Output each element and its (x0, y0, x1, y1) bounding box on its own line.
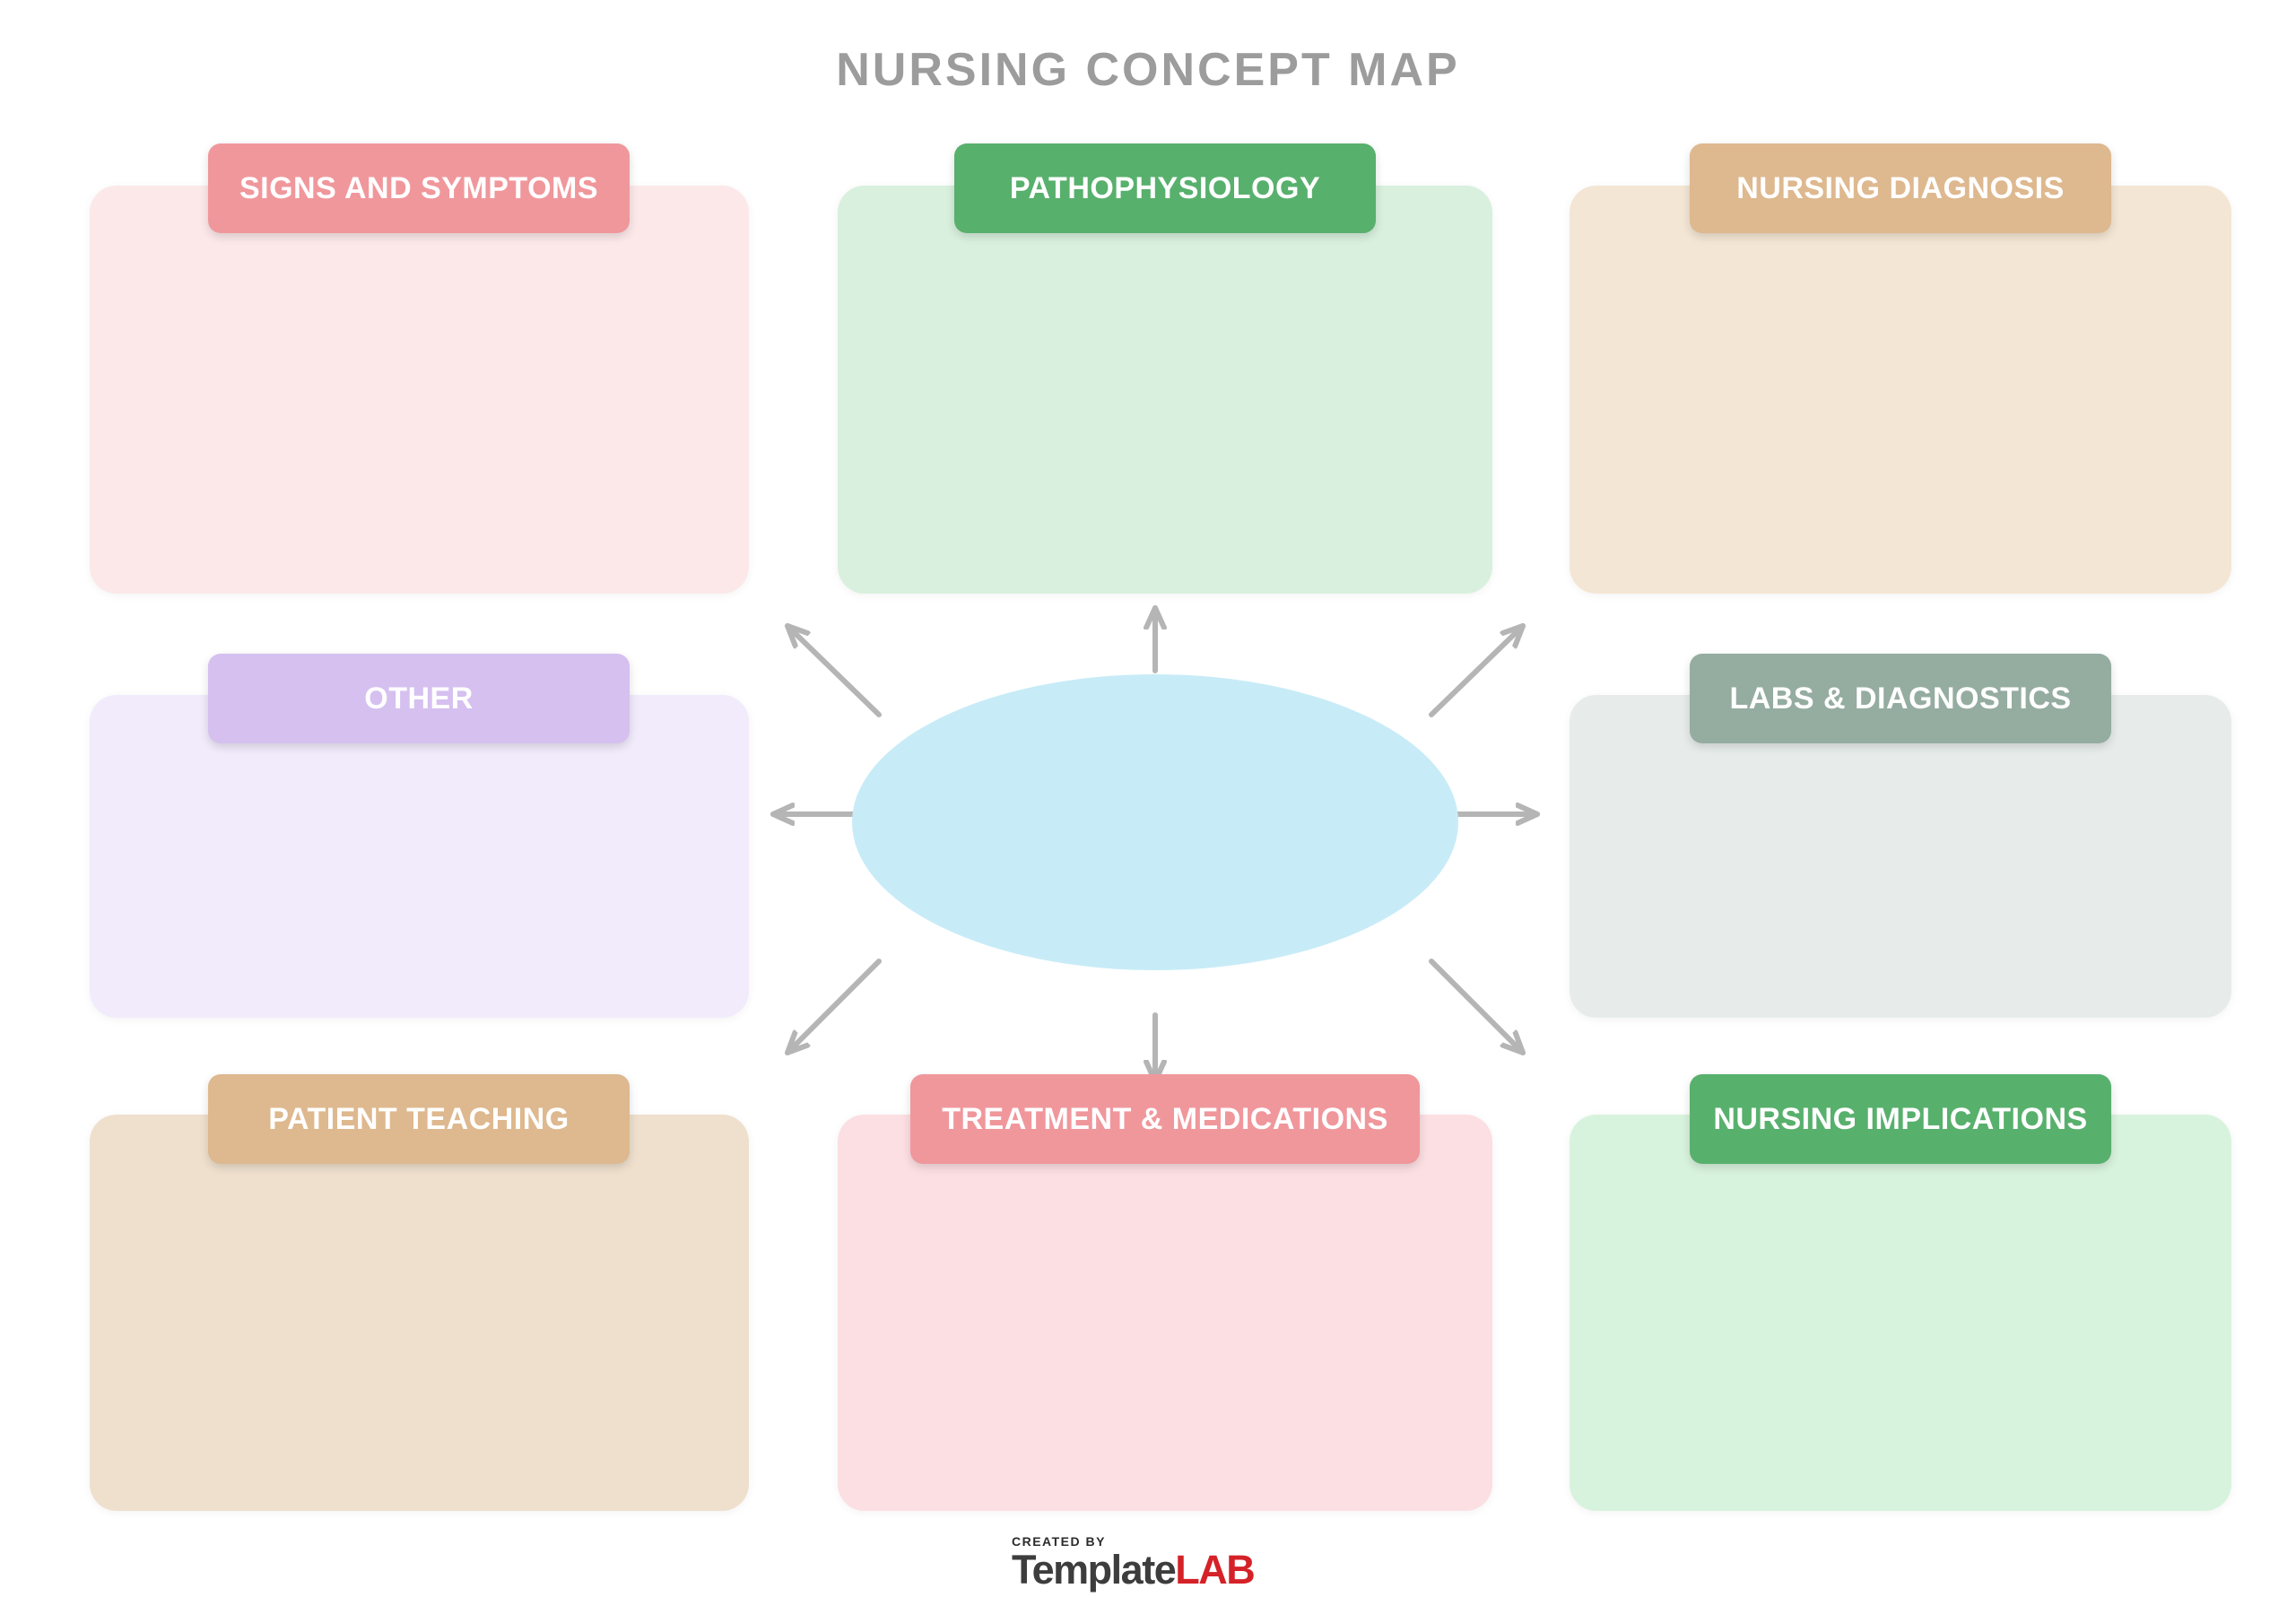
box-header-patient-teaching: PATIENT TEACHING (208, 1074, 630, 1164)
page-title: NURSING CONCEPT MAP (836, 44, 1460, 96)
box-label-nursing-implications: NURSING IMPLICATIONS (1713, 1101, 2088, 1136)
box-body-labs-and-diagnostics (1570, 695, 2231, 1018)
box-header-pathophysiology: PATHOPHYSIOLOGY (954, 143, 1376, 233)
box-header-nursing-implications: NURSING IMPLICATIONS (1690, 1074, 2111, 1164)
box-label-pathophysiology: PATHOPHYSIOLOGY (1009, 170, 1321, 205)
arrow-up-right (1429, 623, 1526, 717)
arrow-up-left (785, 623, 882, 717)
box-body-signs-and-symptoms (90, 186, 749, 594)
box-body-other (90, 695, 749, 1018)
brand-template-text: Template (1012, 1547, 1177, 1593)
box-header-other: OTHER (208, 654, 630, 743)
box-body-patient-teaching (90, 1115, 749, 1511)
box-header-signs-and-symptoms: SIGNS AND SYMPTOMS (208, 143, 630, 233)
box-header-treatment-and-medications: TREATMENT & MEDICATIONS (910, 1074, 1420, 1164)
box-label-patient-teaching: PATIENT TEACHING (268, 1101, 570, 1136)
box-header-nursing-diagnosis: NURSING DIAGNOSIS (1690, 143, 2111, 233)
created-by-text: CREATED BY (1012, 1534, 1106, 1549)
box-label-treatment-and-medications: TREATMENT & MEDICATIONS (942, 1101, 1388, 1136)
box-body-nursing-diagnosis (1570, 186, 2231, 594)
templatelab-logo: CREATED BY TemplateLAB (1012, 1534, 1256, 1593)
box-label-nursing-diagnosis: NURSING DIAGNOSIS (1736, 170, 2065, 205)
box-label-labs-and-diagnostics: LABS & DIAGNOSTICS (1729, 681, 2072, 716)
box-label-other: OTHER (364, 681, 474, 716)
box-label-signs-and-symptoms: SIGNS AND SYMPTOMS (239, 170, 599, 205)
box-body-treatment-and-medications (838, 1115, 1492, 1511)
box-header-labs-and-diagnostics: LABS & DIAGNOSTICS (1690, 654, 2111, 743)
brand-lab-text: LAB (1175, 1547, 1255, 1593)
box-body-pathophysiology (838, 186, 1492, 594)
central-topic-ellipse (852, 674, 1458, 970)
arrow-down-left (785, 959, 882, 1055)
arrow-down-right (1429, 959, 1526, 1055)
box-body-nursing-implications (1570, 1115, 2231, 1511)
brand-wordmark: TemplateLAB (1012, 1547, 1256, 1593)
